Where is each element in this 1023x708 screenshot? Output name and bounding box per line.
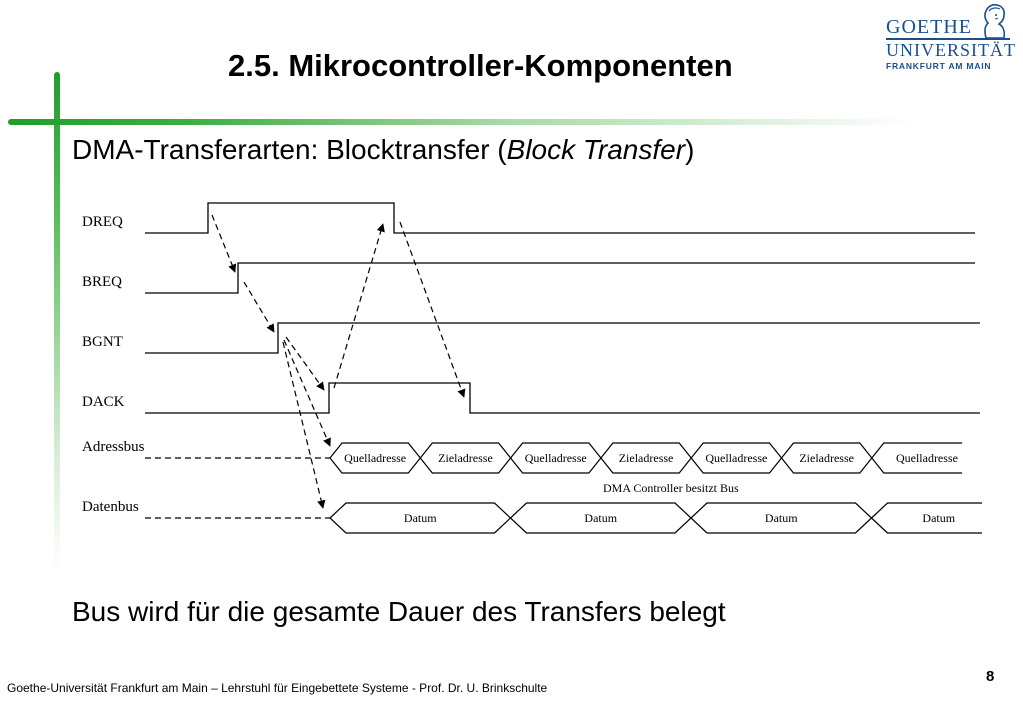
accent-horizontal-bar <box>8 119 918 125</box>
arrow-dreq-to-dack <box>399 221 466 398</box>
arrow-bgnt-to-datenbus <box>282 341 326 509</box>
datenbus-cell <box>871 502 982 534</box>
adressbus-cell-label: Quelladresse <box>525 451 587 465</box>
waveform-breq <box>145 262 975 294</box>
datenbus-cell-label: Datum <box>765 511 798 525</box>
subtitle-prefix: DMA-Transferarten: Blocktransfer ( <box>72 134 507 165</box>
arrow-dack-to-dreq <box>333 223 385 389</box>
datenbus-cell-label: Datum <box>922 511 955 525</box>
arrow-bgnt-to-dack <box>285 336 325 391</box>
goethe-portrait-icon <box>984 3 1006 39</box>
summary-text: Bus wird für die gesamte Dauer des Trans… <box>72 596 726 627</box>
bus-ownership-note: DMA Controller besitzt Bus <box>603 481 739 495</box>
label-bgnt: BGNT <box>82 334 123 350</box>
logo-line-goethe: GOETHE <box>886 16 972 38</box>
adressbus-cells: Quelladresse Zieladresse Quelladresse Ziela… <box>329 442 963 474</box>
label-dack: DACK <box>82 394 125 410</box>
page-number: 8 <box>986 668 995 685</box>
subtitle-suffix: ) <box>685 134 695 165</box>
university-logo: GOETHE UNIVERSITÄT FRANKFURT AM MAIN <box>884 2 1016 72</box>
label-dreq: DREQ <box>82 214 123 230</box>
accent-vertical-bar <box>54 72 60 572</box>
dma-timing-diagram: DREQ BREQ BGNT DACK Adressbus Datenbus Q… <box>82 202 982 534</box>
slide-subtitle: DMA-Transferarten: Blocktransfer (Block … <box>72 134 694 166</box>
adressbus-cell-label: Quelladresse <box>344 451 406 465</box>
adressbus-cell <box>871 442 963 474</box>
waveform-dreq <box>145 202 975 234</box>
datenbus-cell-label: Datum <box>404 511 437 525</box>
arrow-dreq-to-breq <box>211 214 237 273</box>
waveform-bgnt <box>145 322 980 354</box>
label-adressbus: Adressbus <box>82 439 145 455</box>
adressbus-cell-label: Zieladresse <box>619 451 674 465</box>
logo-line-frankfurt: FRANKFURT AM MAIN <box>886 61 992 71</box>
slide-title: 2.5. Mikrocontroller-Komponenten <box>228 48 733 83</box>
adressbus-cell-label: Quelladresse <box>705 451 767 465</box>
logo-line-universitaet: UNIVERSITÄT <box>886 40 1016 60</box>
arrow-breq-to-bgnt <box>243 281 275 333</box>
footer-text: Goethe-Universität Frankfurt am Main – L… <box>7 681 548 695</box>
adressbus-cell-label: Quelladresse <box>896 451 958 465</box>
adressbus-cell-label: Zieladresse <box>438 451 493 465</box>
subtitle-italic: Block Transfer <box>506 134 686 165</box>
arrow-bgnt-to-adressbus <box>283 339 331 447</box>
datenbus-cells: Datum Datum Datum Datum <box>329 502 982 534</box>
waveform-dack <box>145 382 980 414</box>
adressbus-cell-label: Zieladresse <box>799 451 854 465</box>
logo-rule <box>886 38 1010 40</box>
label-breq: BREQ <box>82 274 122 290</box>
datenbus-cell-label: Datum <box>584 511 617 525</box>
label-datenbus: Datenbus <box>82 499 139 515</box>
